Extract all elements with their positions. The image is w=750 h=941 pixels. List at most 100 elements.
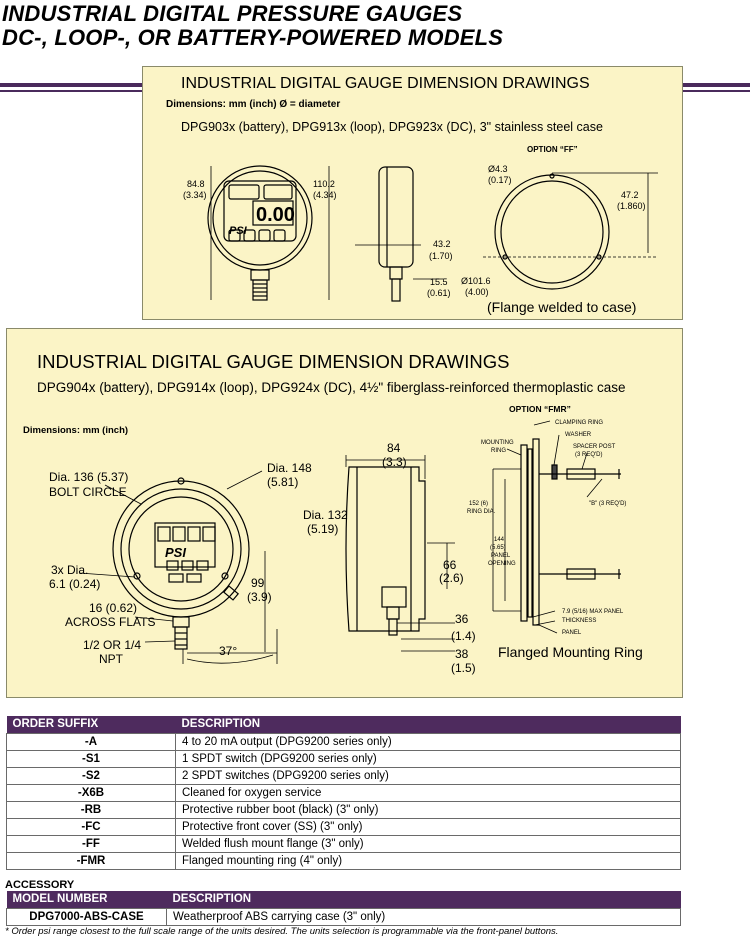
- fmr-spacer-1: SPACER POST: [573, 444, 616, 450]
- gauge4-front-view: [112, 477, 250, 650]
- dim-bolt-circle-1: Dia. 136 (5.37): [49, 470, 128, 484]
- fmr-caption: Flanged Mounting Ring: [498, 644, 643, 660]
- fmr-mounting-ring-1: MOUNTING: [481, 440, 514, 446]
- dim-3-9: (3.9): [247, 590, 272, 604]
- panel2-dimensions-note: Dimensions: mm (inch): [23, 425, 129, 436]
- fmr-mounting-view: [492, 420, 621, 634]
- suffix-code: -A: [6, 732, 176, 751]
- suffix-desc: 2 SPDT switches (DPG9200 series only): [175, 766, 681, 785]
- page-title-line2: DC-, LOOP-, OR BATTERY-POWERED MODELS: [2, 25, 504, 50]
- front-display-value: 0.00: [256, 204, 295, 226]
- fmr-panel-open-3: PANEL: [491, 553, 511, 559]
- dim-43-2: 43.2: [433, 239, 451, 249]
- suffix-desc: 1 SPDT switch (DPG9200 series only): [175, 749, 681, 768]
- panel1-option-label: OPTION “FF”: [527, 145, 578, 154]
- gauge-side-view: [355, 166, 443, 302]
- dim-dia132-1: Dia. 132: [303, 508, 348, 522]
- page-title-line1: INDUSTRIAL DIGITAL PRESSURE GAUGES: [2, 1, 463, 26]
- suffix-desc: Protective front cover (SS) (3" only): [175, 817, 681, 836]
- front-display-unit: PSI: [229, 225, 248, 237]
- fmr-panel-open-4: OPENING: [488, 561, 516, 567]
- dim-npt-1: 1/2 OR 1/4: [83, 638, 141, 652]
- gauge-3in-drawing: 0.00 PSI 84.8 (3.34) 110.2 (4.34) 43.2 (…: [183, 164, 658, 302]
- dim-dia132-2: (5.19): [307, 522, 338, 536]
- rule-left-thin: [0, 90, 142, 92]
- dim-1-4: (1.4): [451, 629, 476, 643]
- panel1-title: INDUSTRIAL DIGITAL GAUGE DIMENSION DRAWI…: [181, 75, 590, 92]
- suffix-code: -RB: [6, 800, 176, 819]
- suffix-code: -X6B: [6, 783, 176, 802]
- dim-dia148-2: (5.81): [267, 475, 298, 489]
- dim-phi-4-3: Ø4.3: [488, 164, 508, 174]
- order-table-header: ORDER SUFFIX DESCRIPTION: [6, 716, 681, 733]
- dim-4-34: (4.34): [313, 190, 337, 200]
- fmr-b-req: "B" (3 REQ'D): [589, 501, 626, 507]
- dim-angle-37: 37°: [219, 644, 237, 658]
- gauge4-display-unit: PSI: [165, 545, 186, 560]
- fmr-ring-dia-1: 152 (6): [469, 501, 488, 507]
- dim-2-6: (2.6): [439, 571, 464, 585]
- footnote: * Order psi range closest to the full sc…: [5, 926, 559, 937]
- panel2-title: INDUSTRIAL DIGITAL GAUGE DIMENSION DRAWI…: [37, 351, 510, 372]
- dimension-panel-3in: INDUSTRIAL DIGITAL GAUGE DIMENSION DRAWI…: [142, 66, 683, 320]
- dim-phi-101-6: Ø101.6: [461, 276, 491, 286]
- dim-0-17: (0.17): [488, 175, 512, 185]
- dim-three-dia-2: 6.1 (0.24): [49, 577, 100, 591]
- dim-3-3: (3.3): [382, 455, 407, 469]
- accessory-table-header: MODEL NUMBER DESCRIPTION: [6, 891, 681, 908]
- panel1-models: DPG903x (battery), DPG913x (loop), DPG92…: [181, 120, 603, 134]
- dim-flats-1: 16 (0.62): [89, 601, 137, 615]
- suffix-desc: 4 to 20 mA output (DPG9200 series only): [175, 732, 681, 751]
- dim-66: 66: [443, 558, 457, 572]
- rule-right-thin: [683, 90, 750, 92]
- accessory-desc: Weatherproof ABS carrying case (3" only): [166, 907, 681, 926]
- gauge-front-view: [207, 165, 313, 301]
- accessory-heading: ACCESSORY: [5, 879, 75, 891]
- order-col-suffix: ORDER SUFFIX: [6, 716, 176, 733]
- gauge4-side-view: [345, 455, 455, 652]
- dim-110-2: 110.2: [313, 179, 335, 189]
- fmr-washer: WASHER: [565, 432, 592, 438]
- dim-15-5: 15.5: [430, 277, 448, 287]
- dim-0-61: (0.61): [427, 288, 451, 298]
- panel2-models: DPG904x (battery), DPG914x (loop), DPG92…: [37, 380, 626, 395]
- dim-three-dia-1: 3x Dia.: [51, 563, 88, 577]
- accessory-col-model: MODEL NUMBER: [6, 891, 167, 908]
- fmr-panel-open-2: (5.65): [490, 545, 506, 551]
- suffix-code: -FC: [6, 817, 176, 836]
- fmr-spacer-2: (3 REQ'D): [575, 452, 602, 458]
- dim-1-5: (1.5): [451, 661, 476, 675]
- suffix-desc: Flanged mounting ring (4" only): [175, 851, 681, 870]
- fmr-clamping-ring: CLAMPING RING: [555, 420, 603, 426]
- suffix-code: -S2: [6, 766, 176, 785]
- dim-bolt-circle-2: BOLT CIRCLE: [49, 485, 127, 499]
- suffix-desc: Cleaned for oxygen service: [175, 783, 681, 802]
- rule-right: [683, 83, 750, 87]
- dim-84: 84: [387, 441, 401, 455]
- dim-dia148-1: Dia. 148: [267, 461, 312, 475]
- dim-4-00: (4.00): [465, 287, 489, 297]
- dim-1-860: (1.860): [617, 201, 646, 211]
- accessory-col-description: DESCRIPTION: [166, 891, 681, 908]
- dim-1-70: (1.70): [429, 251, 453, 261]
- accessory-table: MODEL NUMBER DESCRIPTION DPG7000-ABS-CAS…: [6, 891, 681, 926]
- fmr-max-panel-1: 7.9 (5/16) MAX PANEL: [562, 609, 624, 615]
- gauge-4in-drawing: PSI Dia. 136 (5.37) BOLT CIRCLE Dia. 148…: [49, 420, 643, 675]
- order-col-description: DESCRIPTION: [175, 716, 681, 733]
- suffix-code: -S1: [6, 749, 176, 768]
- dim-3-34: (3.34): [183, 190, 207, 200]
- dim-36: 36: [455, 612, 469, 626]
- accessory-code: DPG7000-ABS-CASE: [6, 907, 167, 926]
- suffix-desc: Protective rubber boot (black) (3" only): [175, 800, 681, 819]
- gauge4-leaders: [78, 470, 278, 664]
- fmr-max-panel-2: THICKNESS: [562, 618, 596, 624]
